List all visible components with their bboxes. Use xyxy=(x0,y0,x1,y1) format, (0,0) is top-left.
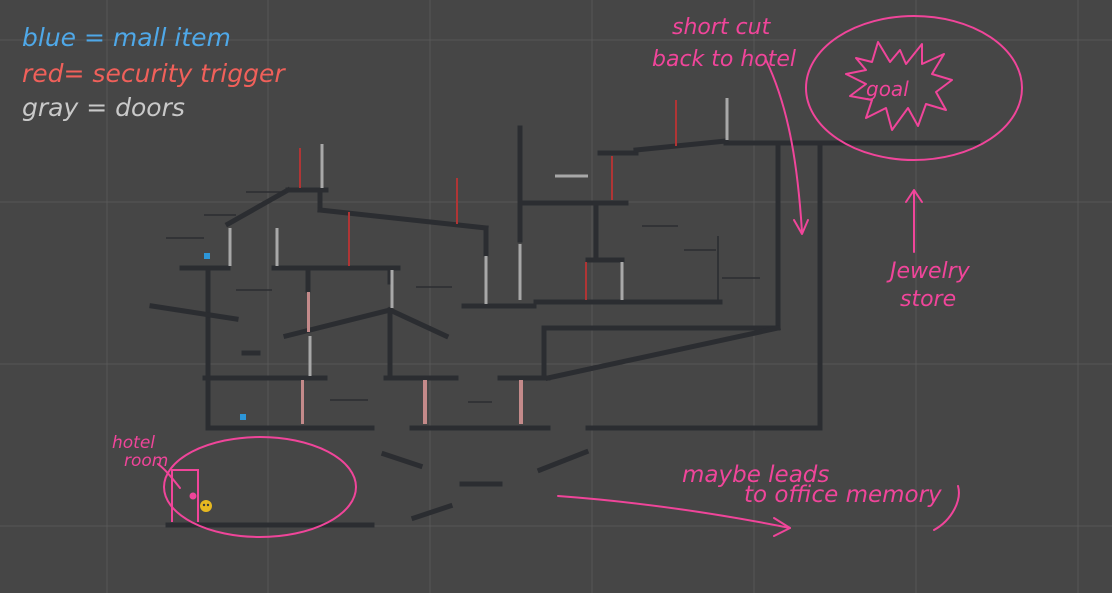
goal-circle xyxy=(805,15,1023,161)
level-walls xyxy=(149,125,981,528)
maybe-label-2: to office memory xyxy=(744,482,942,508)
security-triggers xyxy=(299,100,677,300)
legend: blue = mall item red= security trigger g… xyxy=(22,23,286,122)
hotel-door-icon xyxy=(171,469,199,522)
legend-security-trigger: red= security trigger xyxy=(22,59,286,88)
legend-mall-item: blue = mall item xyxy=(22,23,231,52)
pink-annotations xyxy=(157,15,1023,538)
hotel-room-circle xyxy=(163,436,357,538)
shortcut-label-1: short cut xyxy=(672,15,772,40)
trigger-doors xyxy=(301,292,523,424)
jewelry-label-2: store xyxy=(900,287,956,312)
shortcut-label-2: back to hotel xyxy=(652,47,796,72)
level-platforms xyxy=(166,191,760,403)
goal-starburst-icon xyxy=(845,41,953,131)
mall-item-icon xyxy=(240,414,246,420)
goal-label: goal xyxy=(866,77,909,101)
hotel-label-2: room xyxy=(124,451,168,471)
jewelry-label-1: Jewelry xyxy=(886,259,971,284)
mall-item-icon xyxy=(204,253,210,259)
player-character-icon xyxy=(200,500,212,512)
maybe-label-1: maybe leads xyxy=(682,462,829,488)
legend-doors: gray = doors xyxy=(22,93,185,122)
hotel-label-1: hotel xyxy=(112,433,155,453)
pink-labels: short cut back to hotel goal Jewelry sto… xyxy=(112,15,971,508)
doors xyxy=(228,98,729,376)
